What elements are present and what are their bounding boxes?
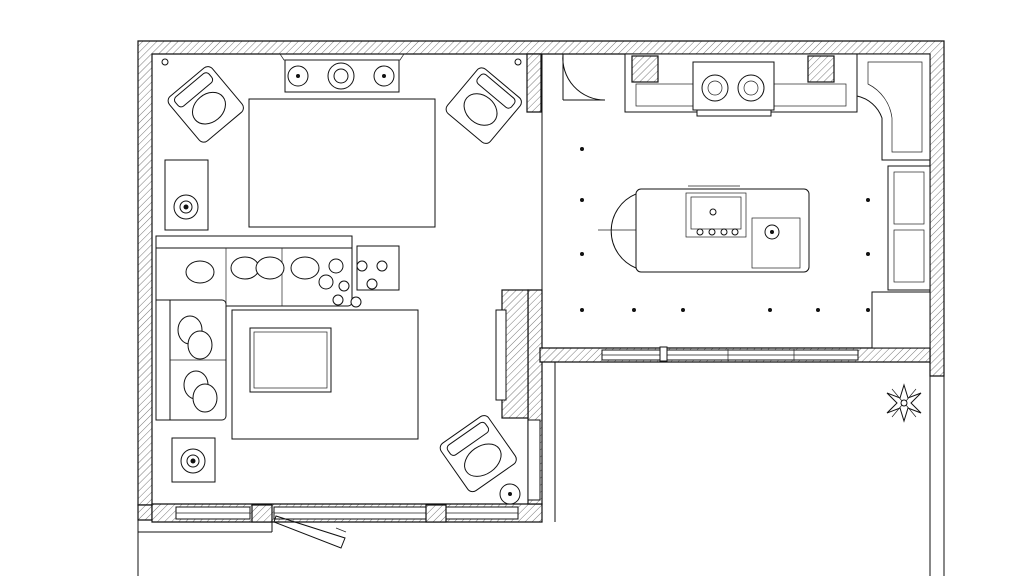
living-room (155, 53, 522, 505)
kitchen (562, 53, 931, 349)
recessed-lights (580, 147, 870, 312)
side-table-left (164, 159, 209, 231)
media-console (279, 53, 405, 93)
fridge (871, 291, 931, 349)
armchair-top-left (167, 66, 244, 143)
fireplace (495, 289, 541, 501)
kitchen-island (598, 185, 810, 273)
living-windows (175, 504, 519, 523)
upper-rug (248, 98, 436, 228)
side-table-bottom (171, 437, 216, 483)
coffee-table (249, 327, 332, 393)
corner-cabinet (856, 53, 931, 161)
patio-door (273, 515, 347, 549)
right-cabinets (887, 165, 931, 291)
armchair-top-right (445, 67, 522, 144)
patio-plant (886, 383, 922, 423)
kitchen-windows (601, 346, 859, 362)
upper-counter (624, 53, 858, 117)
sofa-end-table (318, 245, 400, 308)
armchair-bottom-right (439, 415, 517, 493)
sectional-sofa (155, 235, 353, 421)
